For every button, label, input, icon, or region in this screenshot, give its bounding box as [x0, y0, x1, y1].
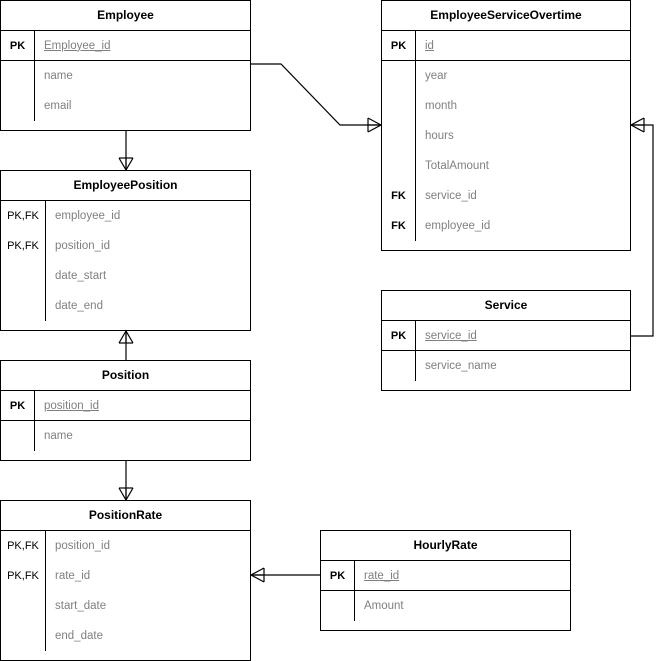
- attribute-row[interactable]: Amount: [321, 591, 570, 621]
- attribute-row[interactable]: year: [382, 61, 630, 91]
- attribute-key: PK: [390, 39, 407, 52]
- attribute-name: id: [425, 39, 434, 52]
- attribute-row[interactable]: PK position_id: [1, 391, 250, 421]
- crowsfoot-prong: [118, 487, 127, 501]
- entity-body-service: PK service_id service_name: [382, 321, 630, 381]
- attribute-row[interactable]: PK,FK employee_id: [1, 201, 250, 231]
- attribute-row[interactable]: name: [1, 421, 250, 451]
- attribute-name: position_id: [44, 399, 99, 412]
- attribute-row[interactable]: date_end: [1, 291, 250, 321]
- attribute-row[interactable]: PK service_id: [382, 321, 630, 351]
- attribute-name: date_end: [55, 300, 103, 312]
- attribute-row[interactable]: PK rate_id: [321, 561, 570, 591]
- entity-service[interactable]: Service PK service_id service_name: [381, 290, 631, 391]
- attribute-name: year: [425, 70, 448, 82]
- attribute-name: rate_id: [364, 569, 400, 582]
- attribute-row[interactable]: PK Employee_id: [1, 31, 250, 61]
- attribute-row[interactable]: FK employee_id: [382, 211, 630, 241]
- attribute-name: Amount: [364, 600, 404, 612]
- attribute-name: position_id: [55, 540, 110, 552]
- attribute-row[interactable]: date_start: [1, 261, 250, 291]
- attribute-key: PK: [390, 329, 407, 342]
- attribute-name: end_date: [55, 630, 103, 642]
- attribute-name: name: [44, 430, 73, 442]
- entity-employee-service-overtime[interactable]: EmployeeServiceOvertime PK id year month…: [381, 0, 631, 251]
- attribute-name: rate_id: [55, 570, 91, 582]
- attribute-row[interactable]: PK,FK rate_id: [1, 561, 250, 591]
- entity-header-employee: Employee: [1, 1, 250, 31]
- entity-employee-position[interactable]: EmployeePosition PK,FK employee_id PK,FK…: [0, 170, 251, 331]
- crowsfoot-prong: [125, 330, 134, 344]
- entity-body-employee-service-overtime: PK id year month hours TotalAmount FK: [382, 31, 630, 241]
- attribute-row[interactable]: month: [382, 91, 630, 121]
- attribute-name: position_id: [55, 240, 110, 252]
- relationship-employee-overtime: [251, 63, 382, 133]
- attribute-key: PK,FK: [7, 570, 39, 582]
- entity-position[interactable]: Position PK position_id name: [0, 360, 251, 461]
- entity-body-hourly-rate: PK rate_id Amount: [321, 561, 570, 621]
- attribute-name: employee_id: [55, 210, 121, 222]
- entity-position-rate[interactable]: PositionRate PK,FK position_id PK,FK rat…: [0, 500, 251, 661]
- relationship-service-overtime: [630, 117, 654, 337]
- attribute-name: service_id: [425, 190, 477, 202]
- crowsfoot-prong: [367, 117, 382, 126]
- relationship-employeeposition-position: [118, 330, 134, 360]
- crowsfoot-prong: [125, 157, 134, 171]
- attribute-name: month: [425, 100, 457, 112]
- relationship-position-positionrate: [118, 461, 134, 501]
- entity-body-position: PK position_id name: [1, 391, 250, 451]
- attribute-row[interactable]: email: [1, 91, 250, 121]
- attribute-row[interactable]: hours: [382, 121, 630, 151]
- attribute-row[interactable]: TotalAmount: [382, 151, 630, 181]
- attribute-name: employee_id: [425, 220, 491, 232]
- entity-body-employee: PK Employee_id name email: [1, 31, 250, 121]
- attribute-name: start_date: [55, 600, 107, 612]
- entity-header-position: Position: [1, 361, 250, 391]
- attribute-name: name: [44, 70, 73, 82]
- crowsfoot-prong: [630, 117, 645, 126]
- attribute-row[interactable]: FK service_id: [382, 181, 630, 211]
- entity-body-position-rate: PK,FK position_id PK,FK rate_id start_da…: [1, 531, 250, 651]
- entity-header-employee-service-overtime: EmployeeServiceOvertime: [382, 1, 630, 31]
- attribute-row[interactable]: PK,FK position_id: [1, 231, 250, 261]
- attribute-row[interactable]: PK,FK position_id: [1, 531, 250, 561]
- attribute-key: PK: [9, 399, 26, 412]
- attribute-row[interactable]: name: [1, 61, 250, 91]
- crowsfoot-prong: [125, 487, 134, 501]
- attribute-name: service_name: [425, 360, 497, 372]
- entity-header-position-rate: PositionRate: [1, 501, 250, 531]
- relationship-employee-employeeposition: [118, 131, 134, 171]
- attribute-name: service_id: [425, 329, 477, 342]
- attribute-name: Employee_id: [44, 39, 111, 52]
- attribute-row[interactable]: PK id: [382, 31, 630, 61]
- crowsfoot-prong: [367, 124, 382, 133]
- attribute-row[interactable]: service_name: [382, 351, 630, 381]
- relationship-positionrate-hourlyrate: [250, 567, 320, 583]
- entity-header-employee-position: EmployeePosition: [1, 171, 250, 201]
- attribute-key: PK,FK: [7, 540, 39, 552]
- attribute-key: PK: [9, 39, 26, 52]
- attribute-key: FK: [391, 220, 406, 232]
- attribute-key: PK: [329, 569, 346, 582]
- attribute-row[interactable]: end_date: [1, 621, 250, 651]
- attribute-key: PK,FK: [7, 240, 39, 252]
- crowsfoot-prong: [250, 574, 265, 583]
- entity-employee[interactable]: Employee PK Employee_id name email: [0, 0, 251, 131]
- attribute-name: email: [44, 100, 72, 112]
- attribute-name: hours: [425, 130, 454, 142]
- attribute-name: TotalAmount: [425, 160, 489, 172]
- crowsfoot-prong: [118, 330, 127, 344]
- entity-body-employee-position: PK,FK employee_id PK,FK position_id date…: [1, 201, 250, 321]
- attribute-name: date_start: [55, 270, 107, 282]
- attribute-key: PK,FK: [7, 210, 39, 222]
- attribute-row[interactable]: start_date: [1, 591, 250, 621]
- entity-header-service: Service: [382, 291, 630, 321]
- entity-hourly-rate[interactable]: HourlyRate PK rate_id Amount: [320, 530, 571, 631]
- crowsfoot-prong: [250, 567, 265, 576]
- attribute-key: FK: [391, 190, 406, 202]
- crowsfoot-prong: [118, 157, 127, 171]
- entity-header-hourly-rate: HourlyRate: [321, 531, 570, 561]
- crowsfoot-prong: [630, 124, 645, 133]
